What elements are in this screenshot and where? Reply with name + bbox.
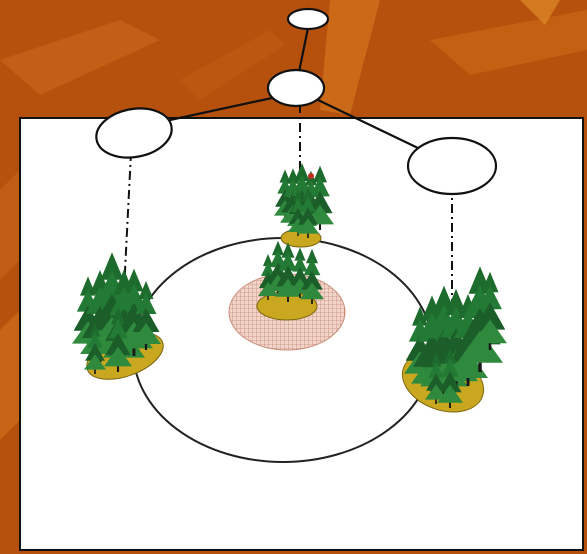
tree-connectors: [169, 27, 419, 149]
node-right: [406, 136, 498, 196]
connector-parent-to-right: [317, 99, 419, 149]
node-parent: [266, 68, 326, 108]
tree-cluster-back: [273, 161, 336, 239]
node-left: [95, 107, 173, 159]
node-root: [286, 7, 330, 31]
marker-dot: [308, 173, 314, 179]
connector-root-to-parent: [297, 27, 310, 73]
connector-parent-to-left: [169, 96, 273, 122]
hierarchy-nodes: [95, 7, 498, 196]
projection-left: [121, 132, 133, 331]
